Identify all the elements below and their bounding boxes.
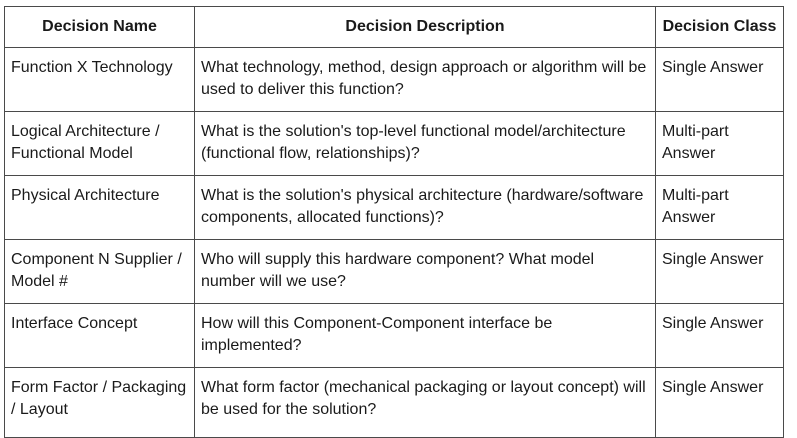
table-row: Function X Technology What technology, m… — [4, 47, 784, 112]
cell-decision-name: Physical Architecture — [4, 175, 195, 240]
cell-decision-class: Single Answer — [655, 367, 784, 438]
table-row: Interface Concept How will this Componen… — [4, 303, 784, 368]
header-decision-description: Decision Description — [194, 6, 656, 48]
table-row: Logical Architecture / Functional Model … — [4, 111, 784, 176]
cell-decision-name: Component N Supplier / Model # — [4, 239, 195, 304]
cell-decision-description: What is the solution's top-level functio… — [194, 111, 656, 176]
cell-decision-name: Form Factor / Packaging / Layout — [4, 367, 195, 438]
cell-decision-class: Multi-part Answer — [655, 175, 784, 240]
table-header-row: Decision Name Decision Description Decis… — [4, 6, 784, 48]
decision-table: Decision Name Decision Description Decis… — [4, 6, 784, 438]
header-decision-class: Decision Class — [655, 6, 784, 48]
cell-decision-name: Logical Architecture / Functional Model — [4, 111, 195, 176]
cell-decision-class: Multi-part Answer — [655, 111, 784, 176]
cell-decision-class: Single Answer — [655, 47, 784, 112]
header-decision-name: Decision Name — [4, 6, 195, 48]
cell-decision-description: How will this Component-Component interf… — [194, 303, 656, 368]
table-row: Component N Supplier / Model # Who will … — [4, 239, 784, 304]
table-row: Physical Architecture What is the soluti… — [4, 175, 784, 240]
cell-decision-description: What technology, method, design approach… — [194, 47, 656, 112]
cell-decision-name: Interface Concept — [4, 303, 195, 368]
cell-decision-class: Single Answer — [655, 303, 784, 368]
cell-decision-class: Single Answer — [655, 239, 784, 304]
cell-decision-description: Who will supply this hardware component?… — [194, 239, 656, 304]
cell-decision-description: What is the solution's physical architec… — [194, 175, 656, 240]
cell-decision-name: Function X Technology — [4, 47, 195, 112]
cell-decision-description: What form factor (mechanical packaging o… — [194, 367, 656, 438]
table-row: Form Factor / Packaging / Layout What fo… — [4, 367, 784, 438]
